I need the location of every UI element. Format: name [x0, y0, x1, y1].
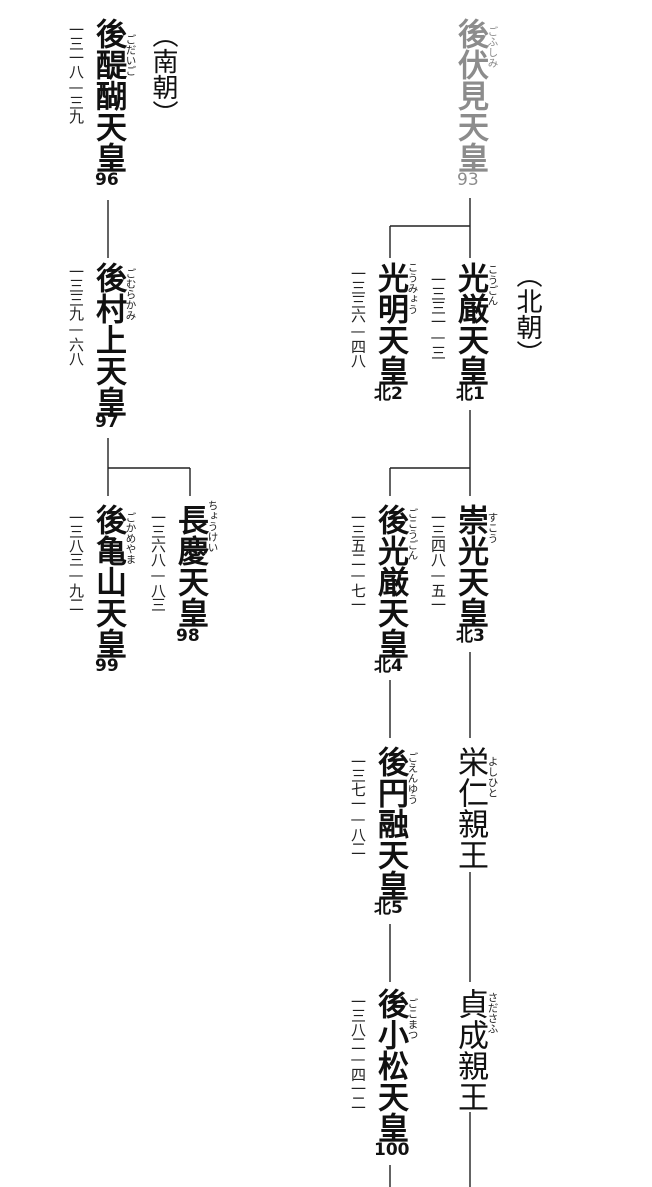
emperor-reading: ごかめやま	[124, 512, 137, 565]
reign-dates: 一三六八—八三	[149, 510, 167, 611]
reign-number: 北1	[456, 384, 485, 404]
reign-dates: 一三一八—三九	[67, 22, 85, 123]
emperor-reading: ごむらかみ	[124, 268, 137, 321]
emperor-name: 光厳天皇	[452, 262, 488, 386]
emperor-reading: こうごん	[486, 264, 499, 306]
southern-court-label: （南朝）	[148, 22, 178, 126]
reign-number: 98	[176, 626, 200, 646]
emperor-name: 後醍醐天皇	[90, 18, 126, 173]
reign-number: 99	[95, 656, 119, 676]
emperor-name: 後小松天皇	[372, 988, 408, 1143]
emperor-reading: ごふしみ	[486, 26, 499, 68]
emperor-reading: すこう	[486, 512, 499, 544]
emperor-name: 崇光天皇	[452, 504, 488, 628]
emperor-name: 後光厳天皇	[372, 504, 408, 659]
emperor-name: 長慶天皇	[172, 504, 208, 628]
reign-number: 96	[95, 170, 119, 190]
reign-number: 北2	[374, 384, 403, 404]
emperor-name: 光明天皇	[372, 262, 408, 386]
reign-dates: 一三八三—九二	[67, 510, 85, 611]
reign-dates: 一三三六—四八	[349, 266, 367, 367]
northern-court-label: （北朝）	[512, 262, 542, 366]
reign-dates: 一三四八—五一	[429, 510, 447, 611]
prince-name: 栄仁親王	[452, 746, 488, 870]
emperor-name: 後亀山天皇	[90, 504, 126, 659]
emperor-reading: ごえんゆう	[406, 752, 419, 805]
emperor-reading: ごこうごん	[406, 508, 419, 561]
emperor-name: 後円融天皇	[372, 746, 408, 901]
reign-dates: 一三八二—四一二	[349, 994, 367, 1109]
reign-number: 北3	[456, 626, 485, 646]
reign-number: 97	[95, 412, 119, 432]
reign-dates: 一三三九—六八	[67, 264, 85, 365]
reign-dates: 一三三一—三	[429, 272, 447, 359]
prince-reading: さださふ	[486, 992, 499, 1034]
reign-number: 北5	[374, 898, 403, 918]
reign-number: 北4	[374, 656, 403, 676]
emperor-reading: ごだいご	[124, 34, 137, 76]
prince-reading: よしひと	[486, 756, 499, 798]
emperor-name: 後村上天皇	[90, 262, 126, 417]
reign-dates: 一三七一—八二	[349, 754, 367, 855]
reign-number: 100	[374, 1140, 410, 1160]
emperor-reading: ちょうけい	[206, 500, 219, 553]
emperor-name: 後伏見天皇	[452, 18, 488, 173]
emperor-reading: こうみょう	[406, 262, 419, 315]
reign-number: 93	[457, 170, 479, 190]
reign-dates: 一三五二—七一	[349, 510, 367, 611]
prince-name: 貞成親王	[452, 988, 488, 1112]
emperor-reading: ごこまつ	[406, 998, 419, 1040]
